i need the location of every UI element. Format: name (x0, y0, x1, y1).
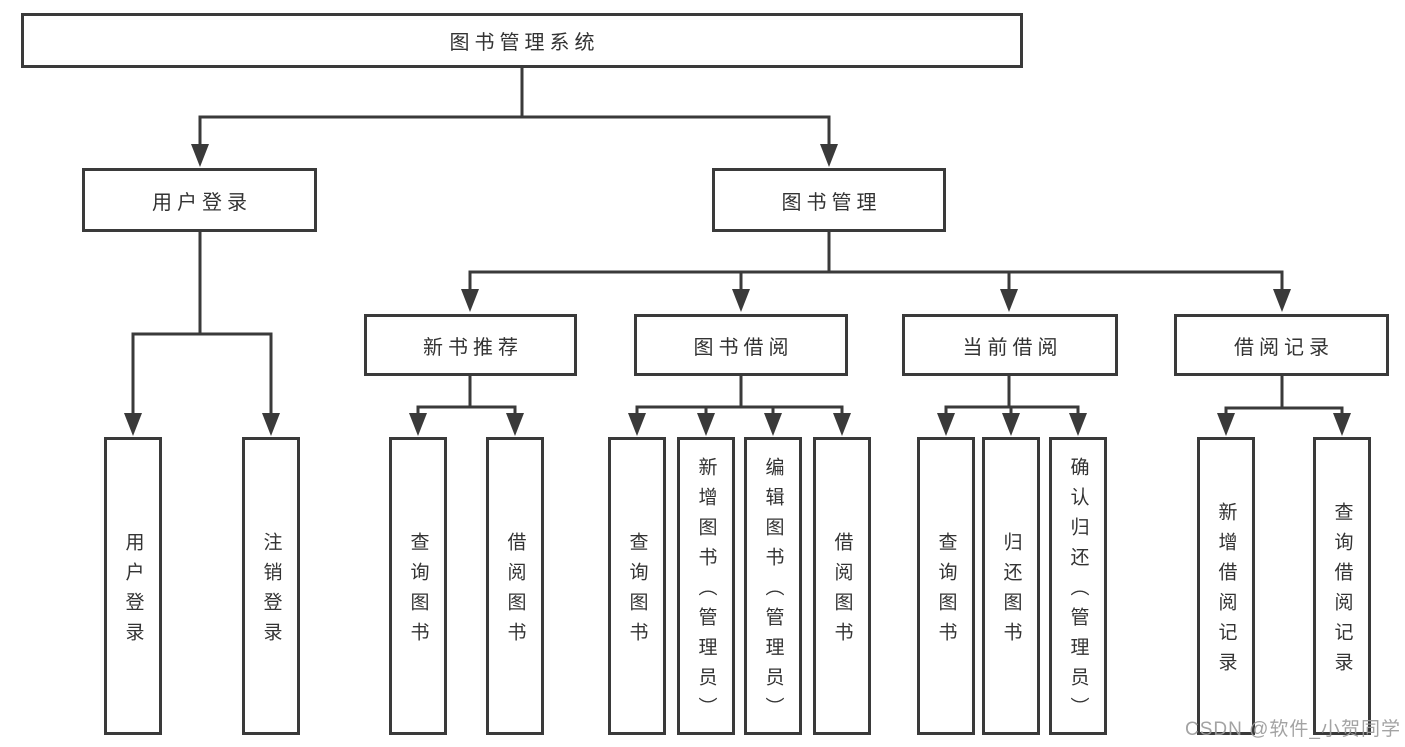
node-book-borrow-label: 图书借阅 (693, 336, 794, 359)
node-book-management-label: 图书管理 (781, 191, 882, 214)
node-leaf-record-query-label: 查询借阅记录 (1331, 501, 1353, 682)
node-leaf-borrow-add-label: 新增图书（管理员） (695, 456, 717, 727)
arrowheads-level2 (461, 289, 1291, 312)
node-leaf-logout-label: 注销登录 (260, 531, 282, 652)
node-user-login: 用户登录 (82, 168, 317, 232)
arrowheads-login-subtree (124, 413, 280, 436)
node-new-book-recommend-label: 新书推荐 (423, 336, 523, 359)
node-leaf-user-login: 用户登录 (104, 437, 162, 735)
arrowheads-borrow-group (628, 413, 851, 436)
node-leaf-newbook-borrow: 借阅图书 (486, 437, 544, 735)
node-current-borrow: 当前借阅 (902, 314, 1118, 376)
connector-root-to-level1 (198, 68, 831, 146)
node-leaf-newbook-query: 查询图书 (389, 437, 447, 735)
node-leaf-current-return-label: 归还图书 (1000, 531, 1022, 652)
node-leaf-logout: 注销登录 (242, 437, 300, 735)
connector-borrow-group (635, 376, 844, 414)
node-leaf-current-confirm: 确认归还（管理员） (1049, 437, 1107, 735)
node-new-book-recommend: 新书推荐 (364, 314, 577, 376)
connector-newbook-group (416, 376, 517, 414)
node-leaf-borrow-borrow-label: 借阅图书 (831, 531, 853, 652)
node-current-borrow-label: 当前借阅 (962, 336, 1063, 359)
node-leaf-record-add: 新增借阅记录 (1197, 437, 1255, 735)
node-user-login-label: 用户登录 (152, 191, 252, 214)
node-leaf-current-query-label: 查询图书 (935, 531, 957, 652)
arrowheads-current-group (937, 413, 1087, 436)
arrowheads-level1 (191, 144, 838, 167)
node-leaf-borrow-query: 查询图书 (608, 437, 666, 735)
arrowheads-newbook-group (409, 413, 524, 436)
node-borrow-record-label: 借阅记录 (1234, 336, 1334, 359)
node-root-label: 图书管理系统 (449, 32, 600, 54)
node-leaf-user-login-label: 用户登录 (122, 531, 144, 652)
node-leaf-current-return: 归还图书 (982, 437, 1040, 735)
node-root: 图书管理系统 (21, 13, 1023, 68)
node-leaf-record-query: 查询借阅记录 (1313, 437, 1371, 735)
arrowheads-record-group (1217, 413, 1351, 436)
node-borrow-record: 借阅记录 (1174, 314, 1389, 376)
node-leaf-borrow-edit: 编辑图书（管理员） (744, 437, 802, 735)
node-book-borrow: 图书借阅 (634, 314, 848, 376)
node-leaf-borrow-edit-label: 编辑图书（管理员） (762, 456, 784, 727)
connector-login-subtree (131, 232, 273, 414)
watermark: CSDN @软件_小贺同学 (1185, 719, 1401, 740)
node-leaf-borrow-query-label: 查询图书 (626, 531, 648, 652)
node-leaf-newbook-query-label: 查询图书 (407, 531, 429, 652)
node-leaf-record-add-label: 新增借阅记录 (1215, 501, 1237, 682)
node-leaf-current-query: 查询图书 (917, 437, 975, 735)
connector-record-group (1224, 376, 1344, 414)
connector-management-to-level2 (468, 232, 1284, 291)
node-leaf-borrow-borrow: 借阅图书 (813, 437, 871, 735)
node-leaf-newbook-borrow-label: 借阅图书 (504, 531, 526, 652)
node-leaf-current-confirm-label: 确认归还（管理员） (1067, 456, 1089, 727)
node-leaf-borrow-add: 新增图书（管理员） (677, 437, 735, 735)
node-book-management: 图书管理 (712, 168, 946, 232)
connector-current-group (944, 376, 1080, 414)
